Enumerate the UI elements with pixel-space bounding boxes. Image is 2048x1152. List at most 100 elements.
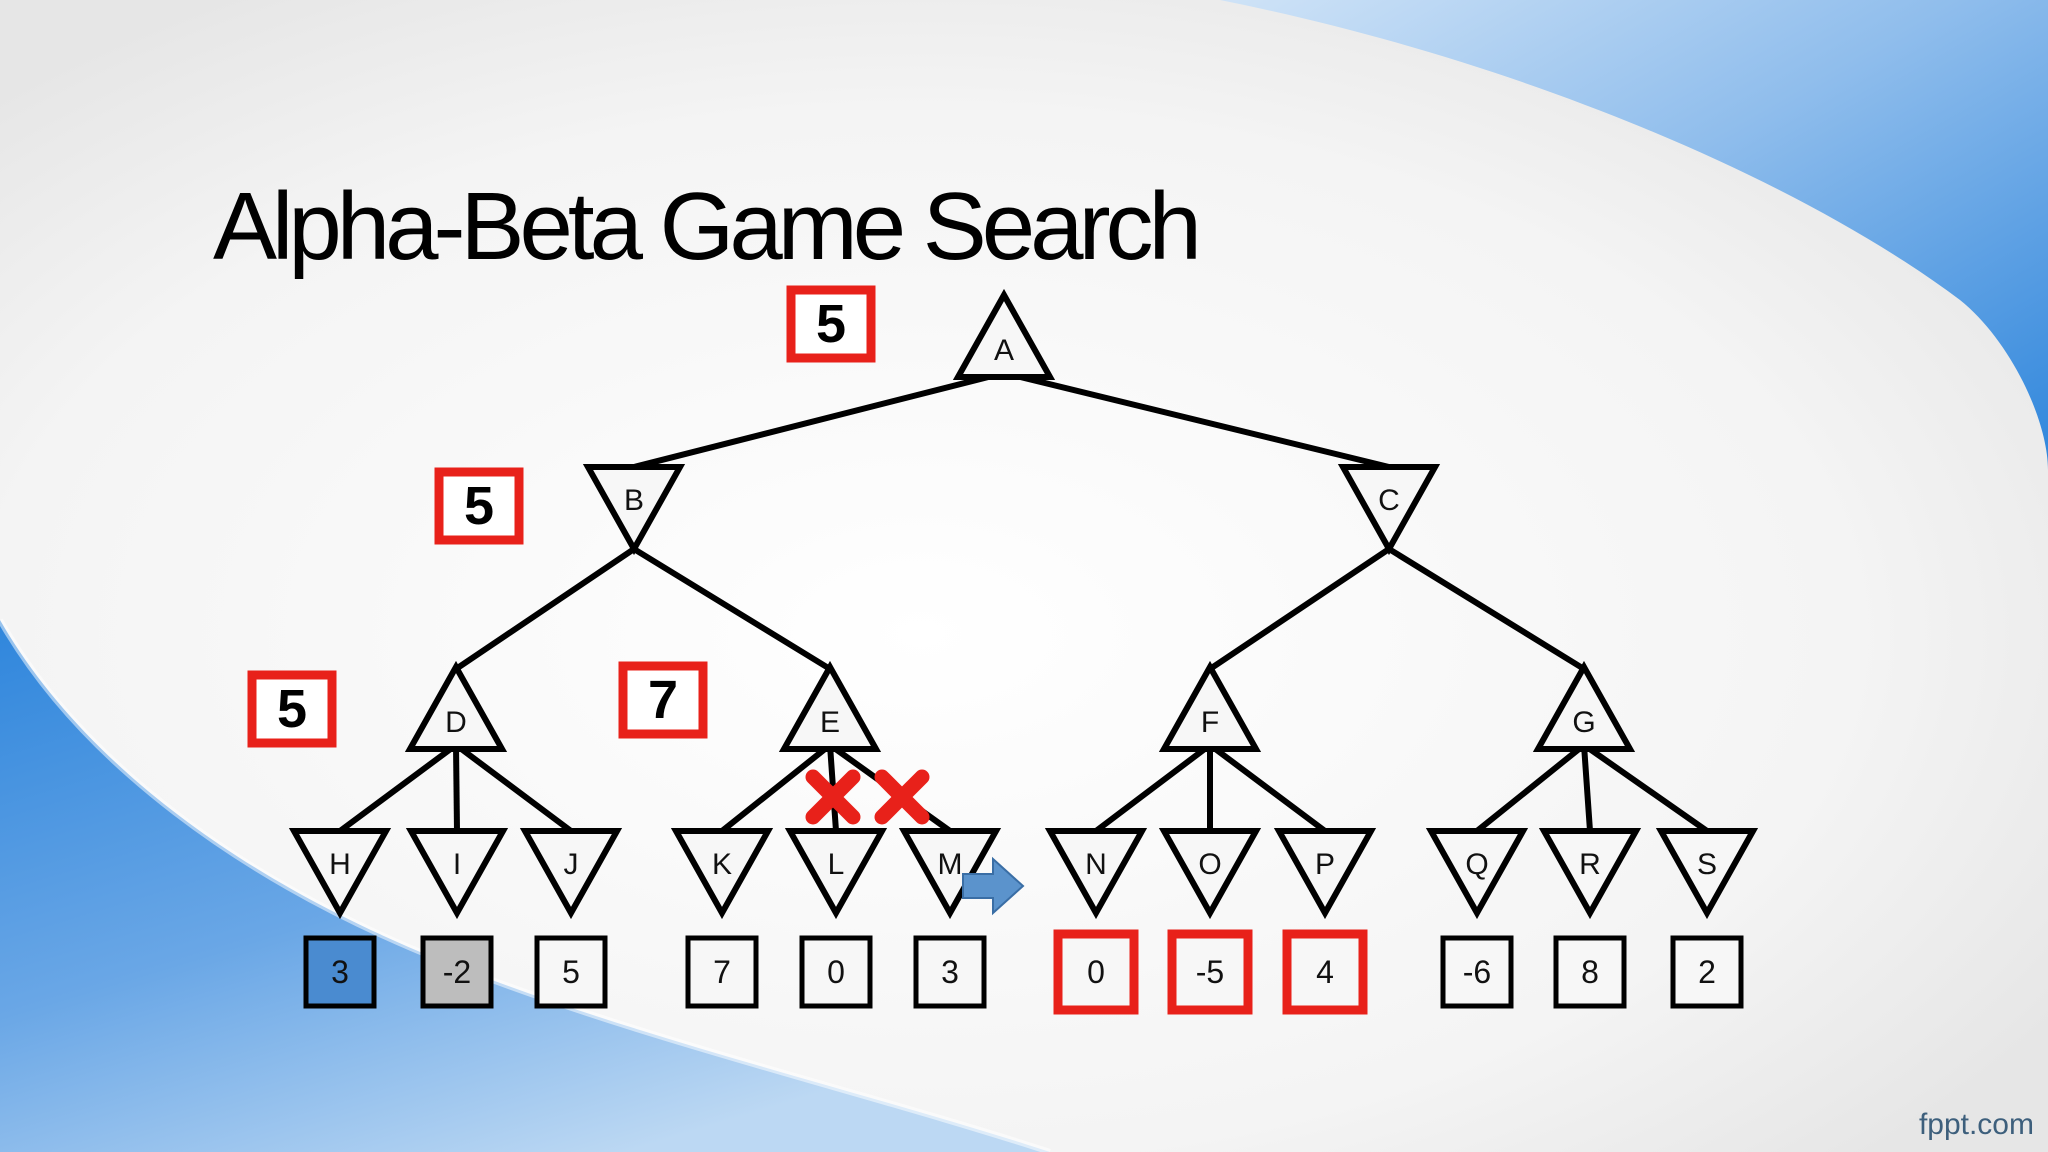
leaf-box (420, 935, 494, 1009)
node-E: E (778, 660, 882, 752)
max-triangle (404, 660, 508, 752)
edge-B-D (453, 546, 637, 672)
min-triangle (519, 828, 623, 920)
badge-value: 7 (648, 670, 678, 730)
leaf-value: 3 (331, 954, 349, 990)
node-label: Q (1465, 848, 1488, 881)
node-G: G (1532, 660, 1636, 752)
node-label: B (624, 484, 644, 517)
leaf-box (1282, 929, 1368, 1015)
footer-brand: fppt.com (1918, 1108, 2034, 1141)
node-S: S (1655, 828, 1759, 920)
node-label: N (1085, 848, 1107, 881)
edge-D-I (453, 742, 460, 834)
node-label: P (1315, 848, 1335, 881)
min-triangle (288, 828, 392, 920)
badge-value: 5 (816, 294, 846, 354)
leaf-box (1440, 935, 1514, 1009)
leaf-box (1553, 935, 1627, 1009)
node-I: I (405, 828, 509, 920)
node-P: P (1273, 828, 1377, 920)
max-triangle (778, 660, 882, 752)
node-J: J (519, 828, 623, 920)
background-swoosh-bottom-left (0, 620, 1050, 1152)
node-label: A (994, 334, 1014, 367)
leaf-value: -6 (1463, 954, 1491, 990)
prune-marks (805, 769, 1025, 916)
node-label: I (453, 848, 461, 881)
node-M: M (898, 828, 1002, 920)
badge-box (434, 467, 524, 545)
max-triangle (1532, 660, 1636, 752)
leaf-box (1053, 929, 1139, 1015)
node-F: F (1158, 660, 1262, 752)
badge-box (618, 661, 708, 739)
node-Q: Q (1425, 828, 1529, 920)
min-triangle (1425, 828, 1529, 920)
badge-E: 7 (618, 661, 708, 739)
min-triangle (1158, 828, 1262, 920)
edge-D-J (453, 742, 574, 834)
min-triangle (1655, 828, 1759, 920)
edge-C-G (1386, 546, 1587, 672)
prune-mark-E-L (805, 769, 861, 825)
min-triangle (1044, 828, 1148, 920)
min-triangle (1337, 464, 1441, 556)
edge-F-N (1093, 742, 1213, 834)
node-label: S (1697, 848, 1717, 881)
min-triangle (582, 464, 686, 556)
edge-G-S (1581, 742, 1710, 834)
leaf-box (1167, 929, 1253, 1015)
badge-box (247, 670, 337, 748)
node-label: E (820, 706, 840, 739)
leaf-H: 3 (303, 935, 377, 1009)
node-B: B (582, 464, 686, 556)
leaf-K: 7 (685, 935, 759, 1009)
node-label: O (1198, 848, 1221, 881)
leaf-value: 2 (1698, 954, 1716, 990)
node-A: A (952, 288, 1056, 380)
badge-A: 5 (786, 285, 876, 363)
leaf-box (303, 935, 377, 1009)
node-O: O (1158, 828, 1262, 920)
node-label: J (564, 848, 579, 881)
leaf-value: 3 (941, 954, 959, 990)
node-label: H (329, 848, 351, 881)
leaf-R: 8 (1553, 935, 1627, 1009)
node-label: M (938, 848, 963, 881)
max-triangle (952, 288, 1056, 380)
edge-B-E (631, 546, 833, 672)
max-triangle (1158, 660, 1262, 752)
edge-E-K (719, 742, 833, 834)
leaf-L: 0 (799, 935, 873, 1009)
badge-value: 5 (464, 476, 494, 536)
background-swoosh-top-right (1220, 0, 2048, 470)
min-triangle (670, 828, 774, 920)
leaf-value: 0 (1087, 954, 1105, 990)
edge-D-H (337, 742, 459, 834)
leaf-box (1670, 935, 1744, 1009)
node-label: L (828, 848, 845, 881)
min-triangle (1273, 828, 1377, 920)
node-label: D (445, 706, 467, 739)
leaf-Q: -6 (1440, 935, 1514, 1009)
leaf-value: -2 (443, 954, 471, 990)
edge-F-P (1207, 742, 1328, 834)
edge-G-Q (1474, 742, 1587, 834)
leaf-value: -5 (1196, 954, 1224, 990)
leaf-value: 7 (713, 954, 731, 990)
min-triangle (784, 828, 888, 920)
node-C: C (1337, 464, 1441, 556)
edge-G-R (1581, 742, 1593, 834)
node-label: R (1579, 848, 1601, 881)
leaf-M: 3 (913, 935, 987, 1009)
edge-C-F (1207, 546, 1392, 672)
node-L: L (784, 828, 888, 920)
leaf-value: 5 (562, 954, 580, 990)
node-N: N (1044, 828, 1148, 920)
node-D: D (404, 660, 508, 752)
node-K: K (670, 828, 774, 920)
badge-D: 5 (247, 670, 337, 748)
